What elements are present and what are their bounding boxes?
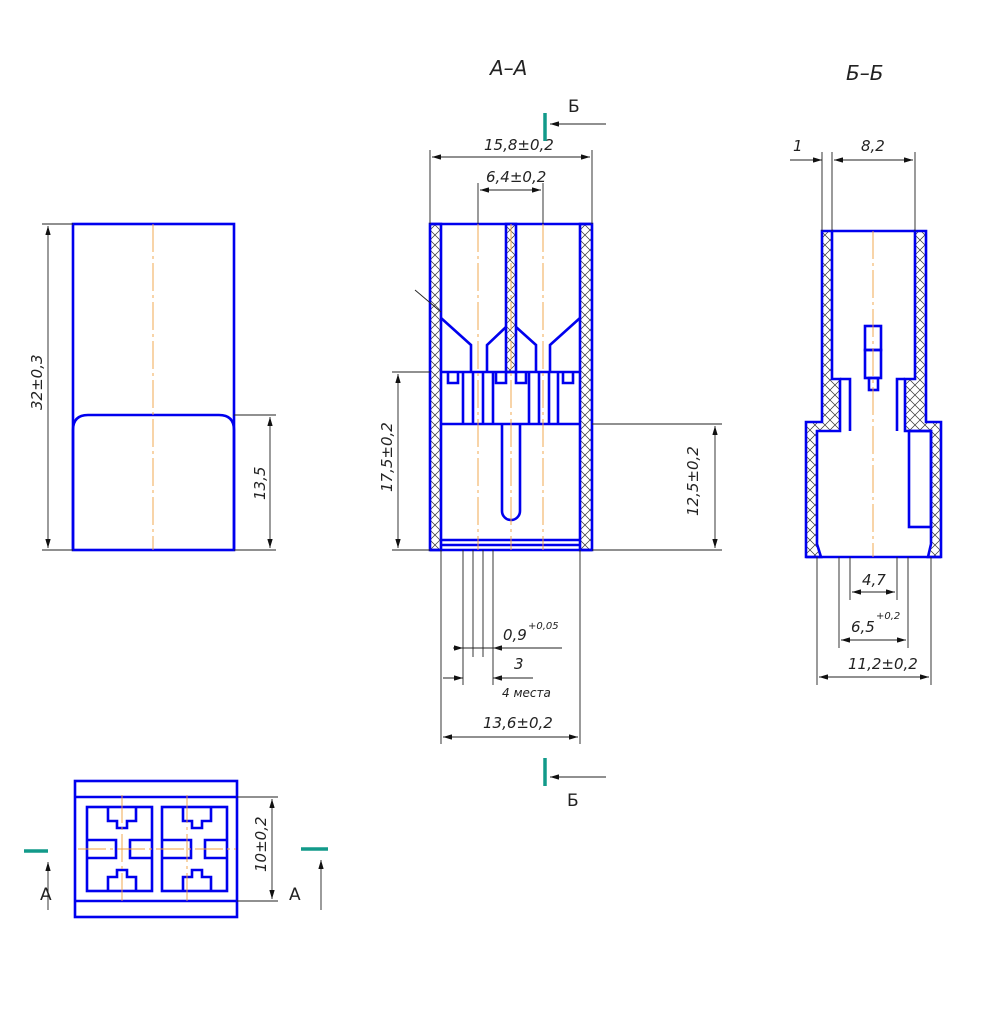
dim-inner: 8,2 [861,137,885,155]
dim-left-height: 17,5±0,2 [378,422,396,492]
section-bb: Б–Б 1 8,2 4,7 6,5 +0,2 11,2±0,2 [790,61,943,685]
dim-height: 32±0,3 [28,354,46,410]
dim-lower-height: 13,5 [251,467,269,500]
dim-slot: 4,7 [862,571,886,589]
note-count: 4 места [502,686,551,700]
section-bb-title: Б–Б [846,61,883,85]
dim-slot-outer: 6,5 [851,618,875,636]
dim-slot-outer-tol: +0,2 [876,611,900,622]
dim-pin-width: 0,9 [503,626,527,644]
dim-inner-width: 13,6±0,2 [483,714,553,732]
dim-wall: 1 [793,137,803,155]
front-view: 32±0,3 13,5 [28,222,276,552]
dim-overall: 11,2±0,2 [848,655,918,673]
section-aa-title: А–А [488,56,527,80]
top-view: 10±0,2 А А [24,779,328,919]
section-mark-b-top: Б [568,97,580,117]
dim-top-width: 10±0,2 [252,816,270,872]
section-mark-a-left: А [40,885,52,905]
section-mark-b-bottom: Б [567,791,579,811]
section-mark-a-right: А [289,885,301,905]
section-aa: А–А 15,8±0,2 6,4±0,2 17,5±0,2 12,5±0,2 0… [378,56,722,811]
dim-right-height: 12,5±0,2 [684,446,702,516]
dim-pin-spacing: 3 [514,655,524,673]
dim-pin-width-tol: +0,05 [528,621,559,632]
dim-pitch: 6,4±0,2 [486,168,546,186]
dim-overall-width: 15,8±0,2 [484,136,554,154]
